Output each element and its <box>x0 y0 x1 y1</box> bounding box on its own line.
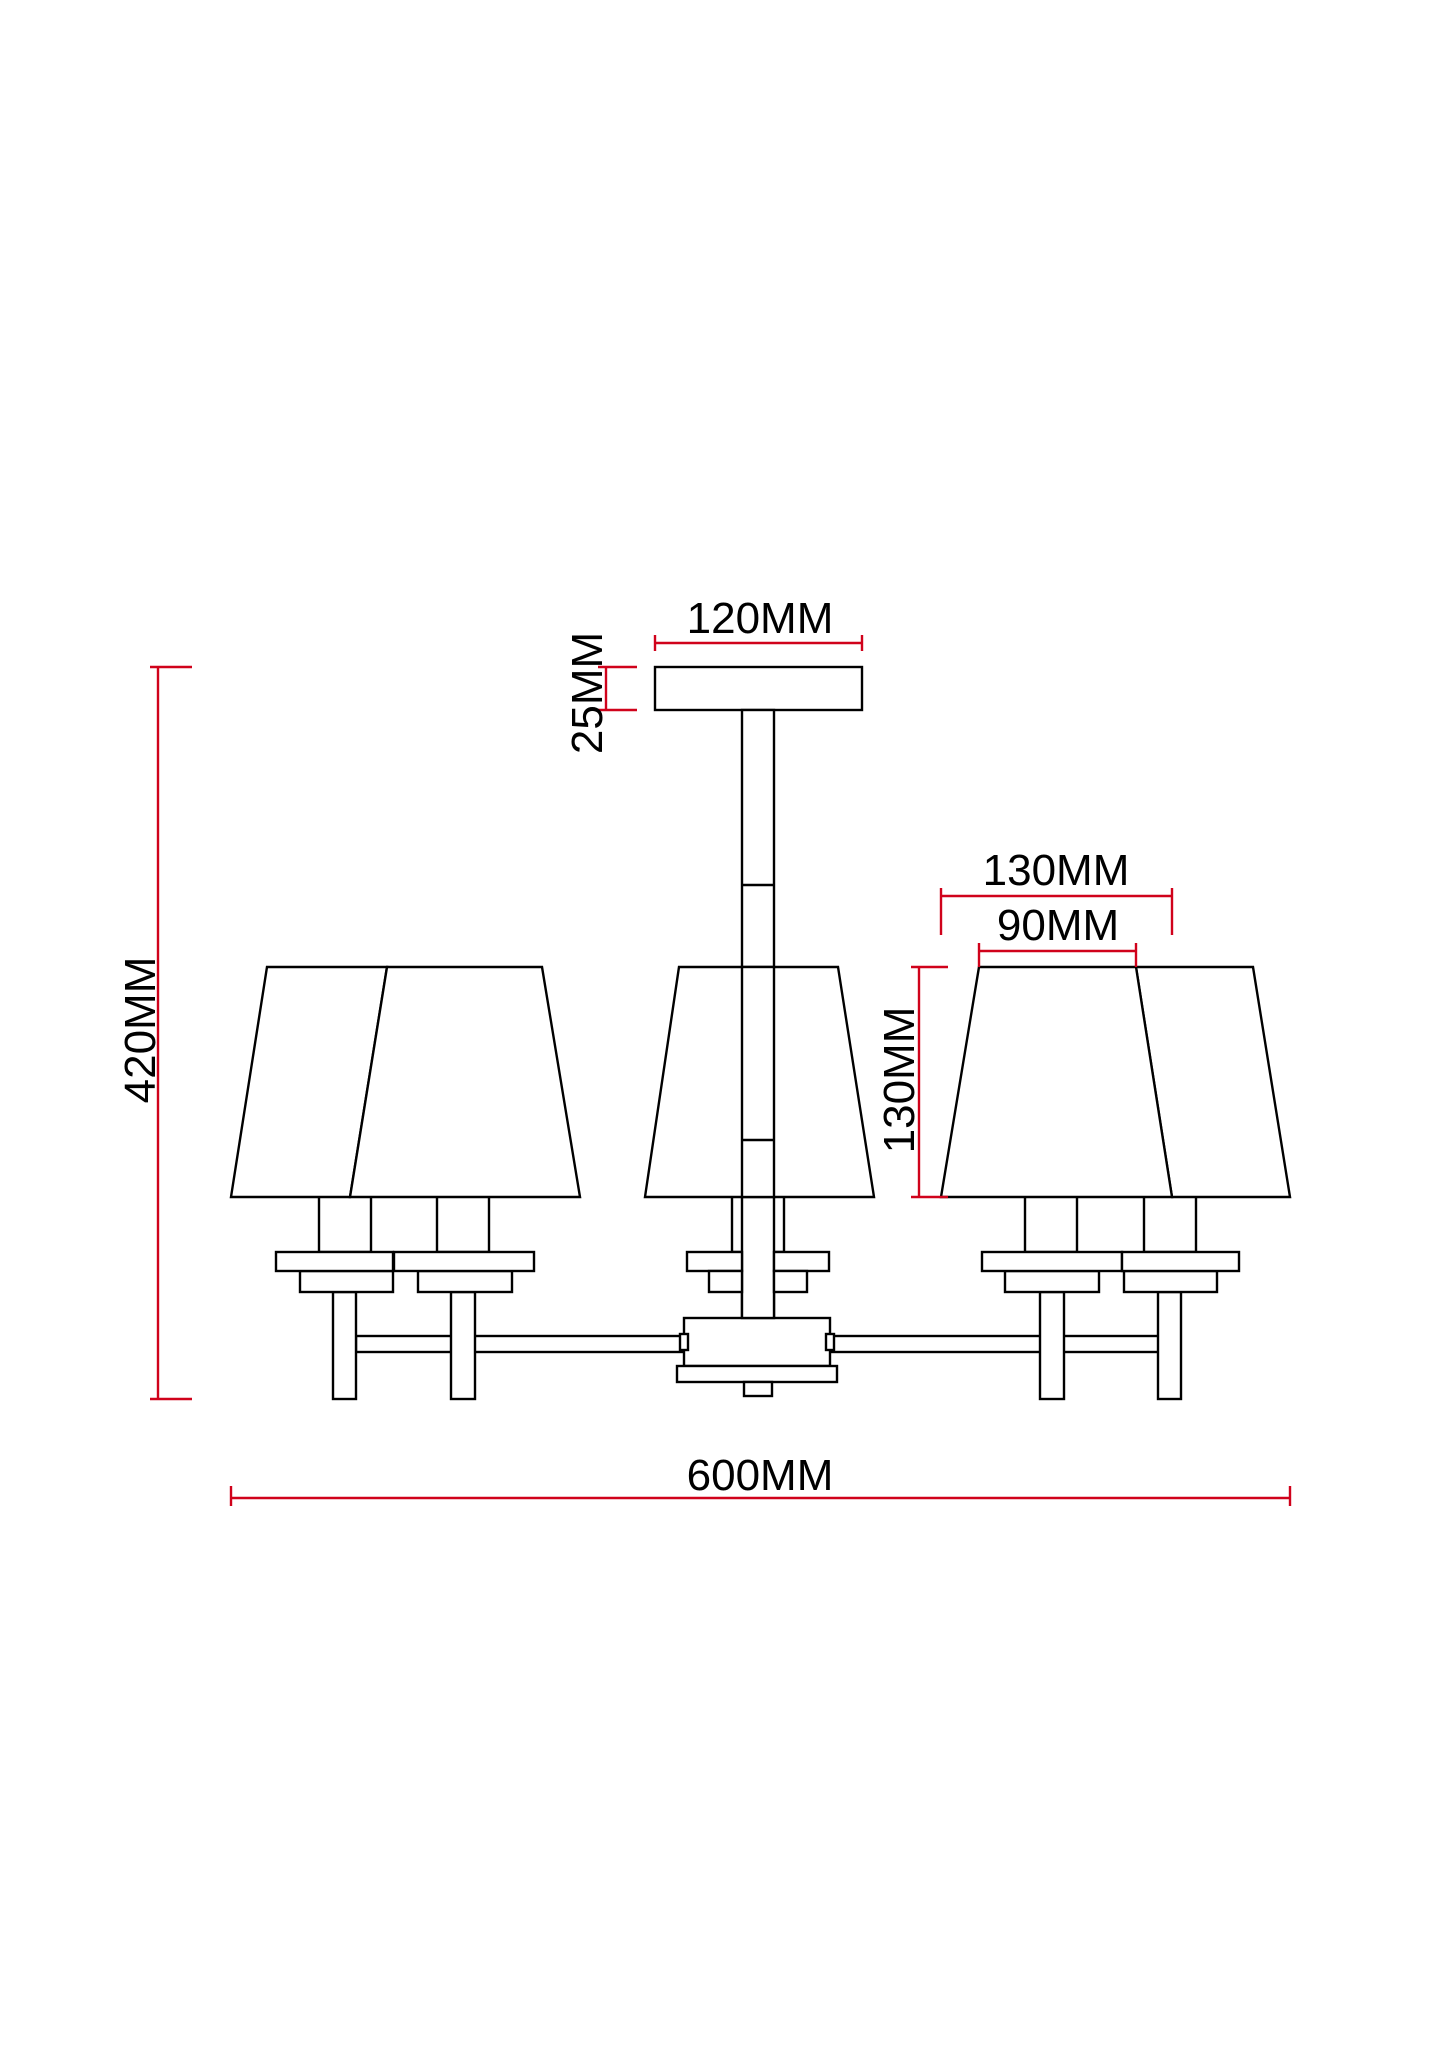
shade-height-label: 130MM <box>875 1007 924 1154</box>
canopy-width-label: 120MM <box>687 594 834 643</box>
shade-bottom-diameter-label: 130MM <box>983 846 1130 895</box>
shade-top-diameter-label: 90MM <box>997 901 1119 950</box>
total-height-label: 420MM <box>116 957 165 1104</box>
lamp-shades <box>229 965 1292 1199</box>
lamp-shade-right-outer <box>939 965 1174 1199</box>
lamp-shade-left-inner <box>348 965 582 1199</box>
candle-sockets <box>317 1178 1198 1320</box>
dimension-lines <box>150 635 1292 1506</box>
ceiling-canopy <box>653 665 864 712</box>
central-hub <box>675 1316 839 1398</box>
canopy-height-label: 25MM <box>563 632 612 754</box>
arm-posts <box>331 1290 1183 1401</box>
dimension-labels: 120MM 25MM 420MM 600MM 130MM 90MM 130MM <box>116 594 1129 1500</box>
drip-plates <box>274 1250 1241 1294</box>
total-width-label: 600MM <box>687 1451 834 1500</box>
